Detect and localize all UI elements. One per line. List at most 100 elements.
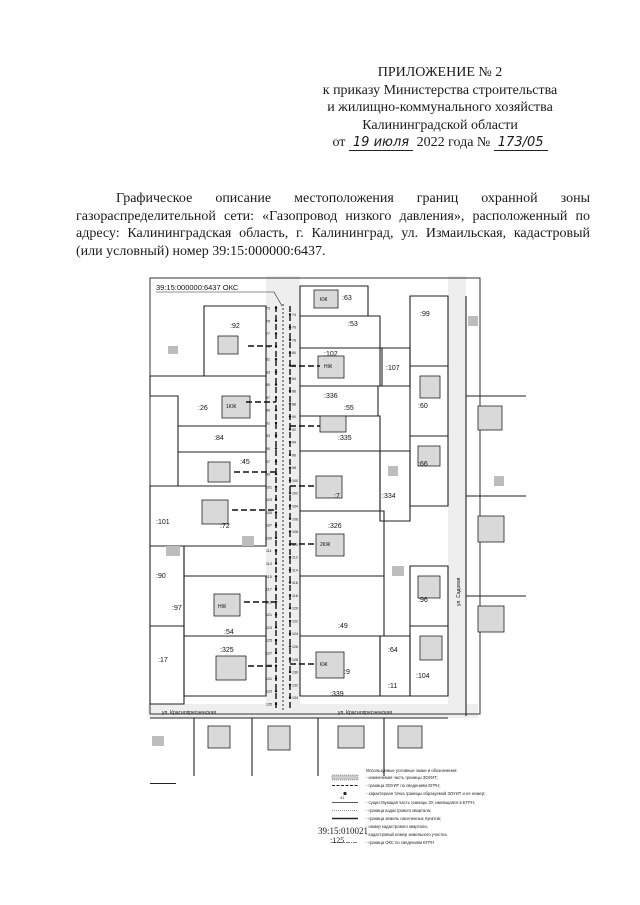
legend-item: - существующая часть границы ЗУ, имеющая… bbox=[332, 800, 475, 805]
signature-line bbox=[150, 783, 176, 784]
point-number: 118 bbox=[292, 594, 298, 598]
parcel-label: :26 bbox=[198, 405, 208, 412]
point-number: 129 bbox=[266, 664, 272, 668]
legend-item: - граница ЗОУИТ по сведениям ЕГРН; bbox=[332, 783, 441, 788]
point-number: 100 bbox=[292, 479, 298, 483]
building bbox=[267, 725, 291, 751]
parcel-90 bbox=[149, 545, 185, 627]
characteristic-point bbox=[288, 428, 292, 431]
characteristic-point bbox=[274, 332, 278, 335]
point-number: 87 bbox=[266, 396, 270, 400]
characteristic-point bbox=[288, 479, 292, 482]
point-number: 106 bbox=[292, 517, 298, 521]
characteristic-point bbox=[288, 492, 292, 495]
point-number: 102 bbox=[292, 492, 298, 496]
building-label: КЖ bbox=[320, 662, 328, 668]
parcel-label: :64 bbox=[388, 647, 398, 654]
point-number: 123 bbox=[266, 626, 272, 630]
characteristic-point bbox=[274, 549, 278, 552]
point-number: 121 bbox=[266, 613, 272, 617]
building bbox=[417, 445, 441, 467]
appendix-header: ПРИЛОЖЕНИЕ № 2 к приказу Министерства ст… bbox=[260, 64, 620, 152]
parcel-label: :325 bbox=[220, 647, 234, 654]
characteristic-point bbox=[288, 670, 292, 674]
building bbox=[417, 575, 441, 599]
characteristic-point bbox=[274, 677, 278, 680]
building bbox=[315, 533, 345, 557]
characteristic-point bbox=[288, 683, 292, 686]
point-number: 108 bbox=[292, 530, 298, 534]
point-number: 96 bbox=[292, 453, 296, 457]
parcel-label: :335 bbox=[338, 435, 352, 442]
parcel-label: :97 bbox=[172, 605, 182, 612]
point-number: 119 bbox=[266, 600, 272, 604]
parcel-label: :96 bbox=[418, 597, 428, 604]
characteristic-point bbox=[274, 498, 278, 501]
characteristic-point bbox=[274, 664, 278, 667]
building-label: 1КЖ bbox=[226, 404, 237, 410]
characteristic-point bbox=[288, 326, 292, 329]
building bbox=[207, 461, 231, 483]
characteristic-point bbox=[274, 319, 278, 322]
parcel-label: :66 bbox=[418, 461, 428, 468]
handwritten-date: 19 июля bbox=[348, 136, 414, 151]
characteristic-point bbox=[274, 485, 278, 488]
characteristic-point bbox=[274, 345, 278, 348]
point-number: 104 bbox=[292, 505, 298, 509]
point-number: 95 bbox=[266, 447, 270, 451]
parcel-label: :9 bbox=[344, 669, 350, 676]
building bbox=[315, 651, 345, 679]
parcel-label: :339 bbox=[330, 691, 344, 698]
characteristic-point bbox=[288, 389, 292, 393]
characteristic-point bbox=[274, 702, 278, 706]
point-number: 91 bbox=[266, 422, 270, 426]
point-number: 114 bbox=[292, 568, 298, 572]
description-text: Графическое описание местоположения гран… bbox=[76, 191, 590, 259]
point-number: 94 bbox=[292, 441, 296, 445]
characteristic-point bbox=[274, 626, 278, 629]
characteristic-point bbox=[274, 396, 278, 399]
point-number: 133 bbox=[266, 690, 272, 694]
point-number: 83 bbox=[266, 370, 270, 374]
parcel-label: :334 bbox=[382, 493, 396, 500]
point-number: 131 bbox=[266, 677, 272, 681]
characteristic-point bbox=[274, 472, 278, 476]
building bbox=[213, 593, 241, 617]
characteristic-point bbox=[274, 562, 278, 565]
building bbox=[477, 605, 505, 633]
characteristic-point bbox=[274, 613, 278, 616]
point-number: 127 bbox=[266, 651, 272, 655]
point-number: 103 bbox=[266, 498, 272, 502]
parcel-334 bbox=[379, 450, 411, 522]
date-line: от 19 июля 2022 года № 173/05 bbox=[260, 134, 620, 152]
characteristic-point bbox=[288, 440, 292, 444]
point-number: 113 bbox=[266, 562, 272, 566]
legend-item: - номер кадастрового квартала; bbox=[366, 824, 428, 829]
parcel-label: :336 bbox=[324, 393, 338, 400]
point-number: 97 bbox=[266, 460, 270, 464]
characteristic-point bbox=[274, 690, 278, 693]
building bbox=[419, 635, 443, 661]
parcel-label: :92 bbox=[230, 323, 240, 330]
building bbox=[313, 289, 339, 309]
characteristic-point bbox=[274, 383, 278, 386]
building bbox=[477, 405, 503, 431]
point-number: 84 bbox=[292, 377, 296, 381]
building-label: НЖ bbox=[324, 364, 333, 370]
parcel-label: :72 bbox=[220, 523, 230, 530]
point-number: 90 bbox=[292, 415, 296, 419]
building bbox=[217, 335, 239, 355]
street-label-bottom: ул. Краснопресненская bbox=[162, 710, 216, 716]
parcel-label: :104 bbox=[416, 673, 430, 680]
region-line: Калининградской области bbox=[362, 117, 518, 133]
characteristic-point bbox=[288, 530, 292, 533]
building bbox=[215, 655, 247, 681]
characteristic-point bbox=[288, 581, 292, 584]
point-number: 105 bbox=[266, 511, 272, 515]
parcel-label: :53 bbox=[348, 321, 358, 328]
point-number: 126 bbox=[292, 645, 298, 649]
building-label: НЖ bbox=[218, 604, 227, 610]
characteristic-point bbox=[274, 600, 278, 603]
parcel-label: :55 bbox=[344, 405, 354, 412]
point-number: 107 bbox=[266, 524, 272, 528]
